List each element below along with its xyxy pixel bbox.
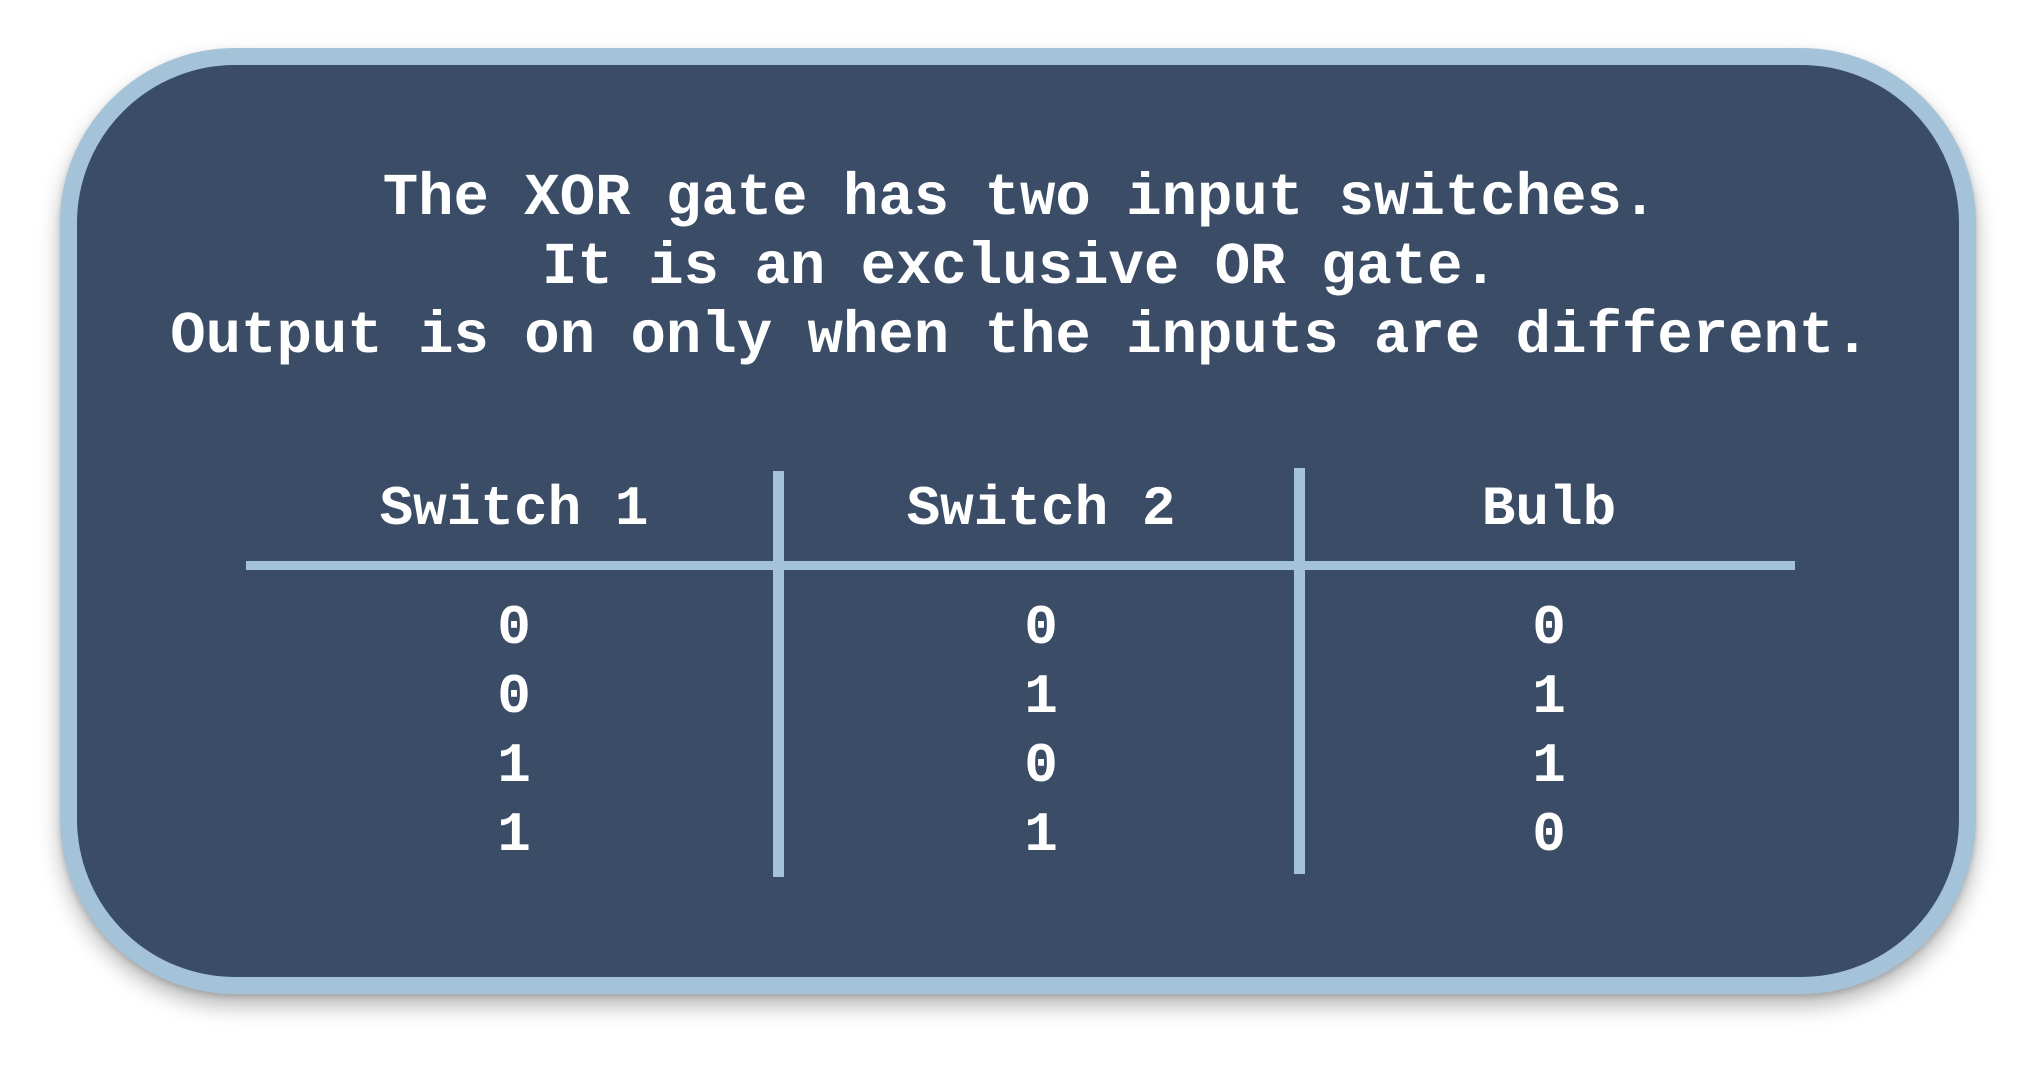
header-divider [246, 561, 1795, 570]
row-3-bulb: 1 [1532, 734, 1566, 798]
intro-line-1: The XOR gate has two input switches. [382, 165, 1658, 232]
intro-line-2: It is an exclusive OR gate. [542, 234, 1498, 301]
row-3-switch-2: 0 [1024, 734, 1058, 798]
row-1-switch-1: 0 [497, 596, 531, 660]
row-3-switch-1: 1 [497, 734, 531, 798]
row-4-switch-1: 1 [497, 803, 531, 867]
row-2-switch-2: 1 [1024, 665, 1058, 729]
row-4-bulb: 0 [1532, 803, 1566, 867]
column-divider-2 [1294, 468, 1305, 874]
row-2-switch-1: 0 [497, 665, 531, 729]
info-card [60, 48, 1976, 994]
header-switch-1: Switch 1 [379, 477, 649, 541]
header-switch-2: Switch 2 [906, 477, 1176, 541]
row-2-bulb: 1 [1532, 665, 1566, 729]
row-1-bulb: 0 [1532, 596, 1566, 660]
header-bulb: Bulb [1481, 477, 1617, 541]
column-divider-1 [773, 471, 784, 877]
intro-line-3: Output is on only when the inputs are di… [170, 303, 1870, 370]
row-4-switch-2: 1 [1024, 803, 1058, 867]
row-1-switch-2: 0 [1024, 596, 1058, 660]
